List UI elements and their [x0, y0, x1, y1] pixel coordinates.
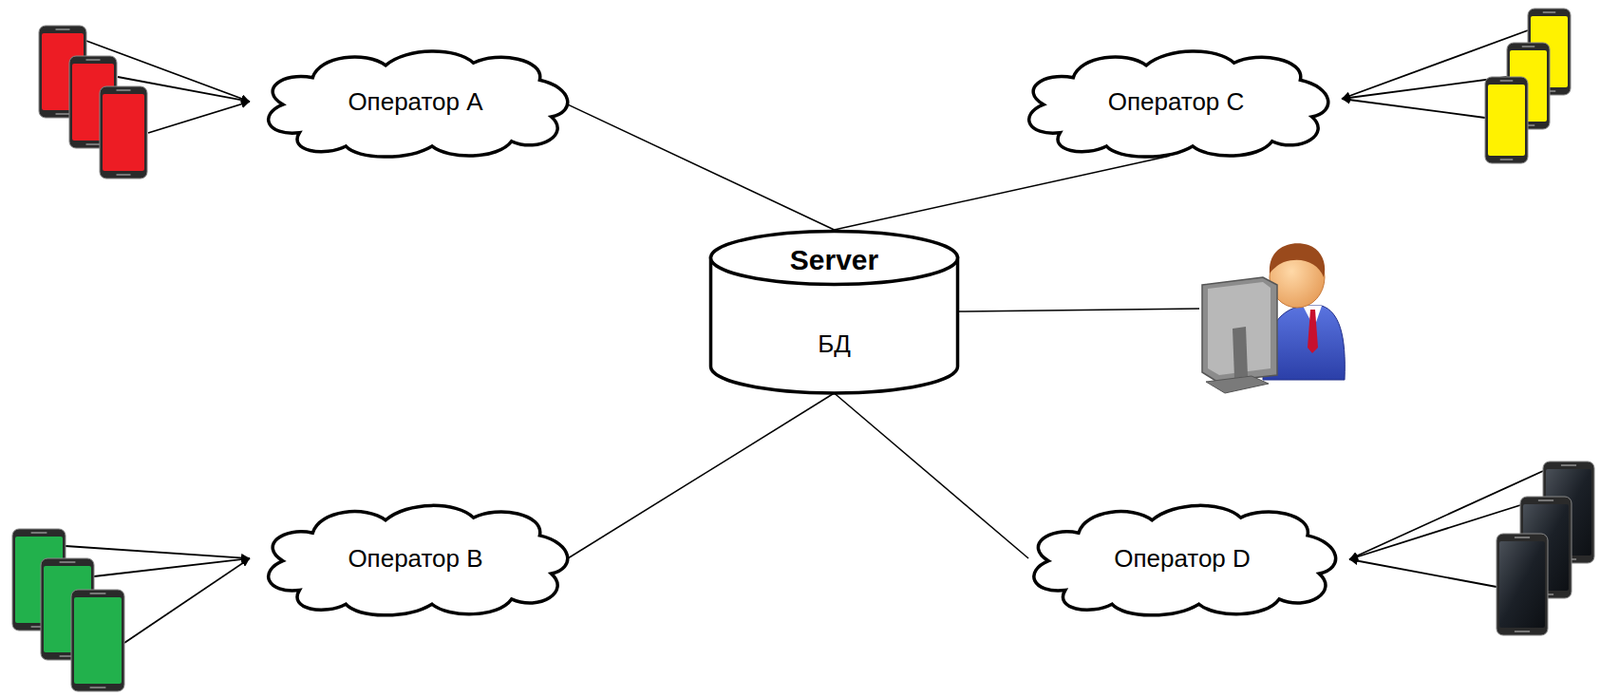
operator-label: Оператор A: [347, 87, 483, 117]
signal-arrow: [1341, 98, 1486, 118]
connector: [567, 104, 834, 230]
signal-arrow: [148, 101, 250, 133]
signal-arrow: [65, 545, 250, 559]
phone: [1485, 76, 1528, 164]
connector: [834, 155, 1170, 230]
user-link: [959, 308, 1200, 312]
server-database: ServerБД: [709, 229, 960, 394]
phones: [12, 8, 1595, 692]
phone: [99, 86, 148, 179]
signal-arrow: [1349, 505, 1521, 560]
phone: [1496, 533, 1548, 636]
phone: [71, 589, 125, 692]
operator-cloud: Оператор A: [249, 40, 582, 164]
monitor-base: [1205, 376, 1269, 394]
user-icon: [959, 243, 1345, 394]
signal-arrow: [1349, 559, 1497, 587]
connector: [567, 393, 834, 559]
operator-label: Оператор C: [1108, 87, 1245, 117]
monitor-stand: [1232, 326, 1248, 378]
signal-arrow: [124, 558, 250, 643]
connector: [834, 393, 1030, 559]
operator-cloud: Оператор D: [1015, 494, 1350, 622]
hair: [1269, 243, 1325, 278]
database-label: БД: [817, 329, 851, 358]
server-title: Server: [790, 244, 879, 277]
operator-label: Оператор D: [1113, 544, 1251, 574]
operator-cloud: Оператор C: [1010, 40, 1342, 164]
operator-cloud: Оператор B: [249, 494, 582, 622]
tie: [1307, 309, 1318, 354]
operator-label: Оператор B: [347, 544, 483, 574]
monitor: [1202, 277, 1278, 382]
signal-arrow: [1341, 76, 1507, 99]
